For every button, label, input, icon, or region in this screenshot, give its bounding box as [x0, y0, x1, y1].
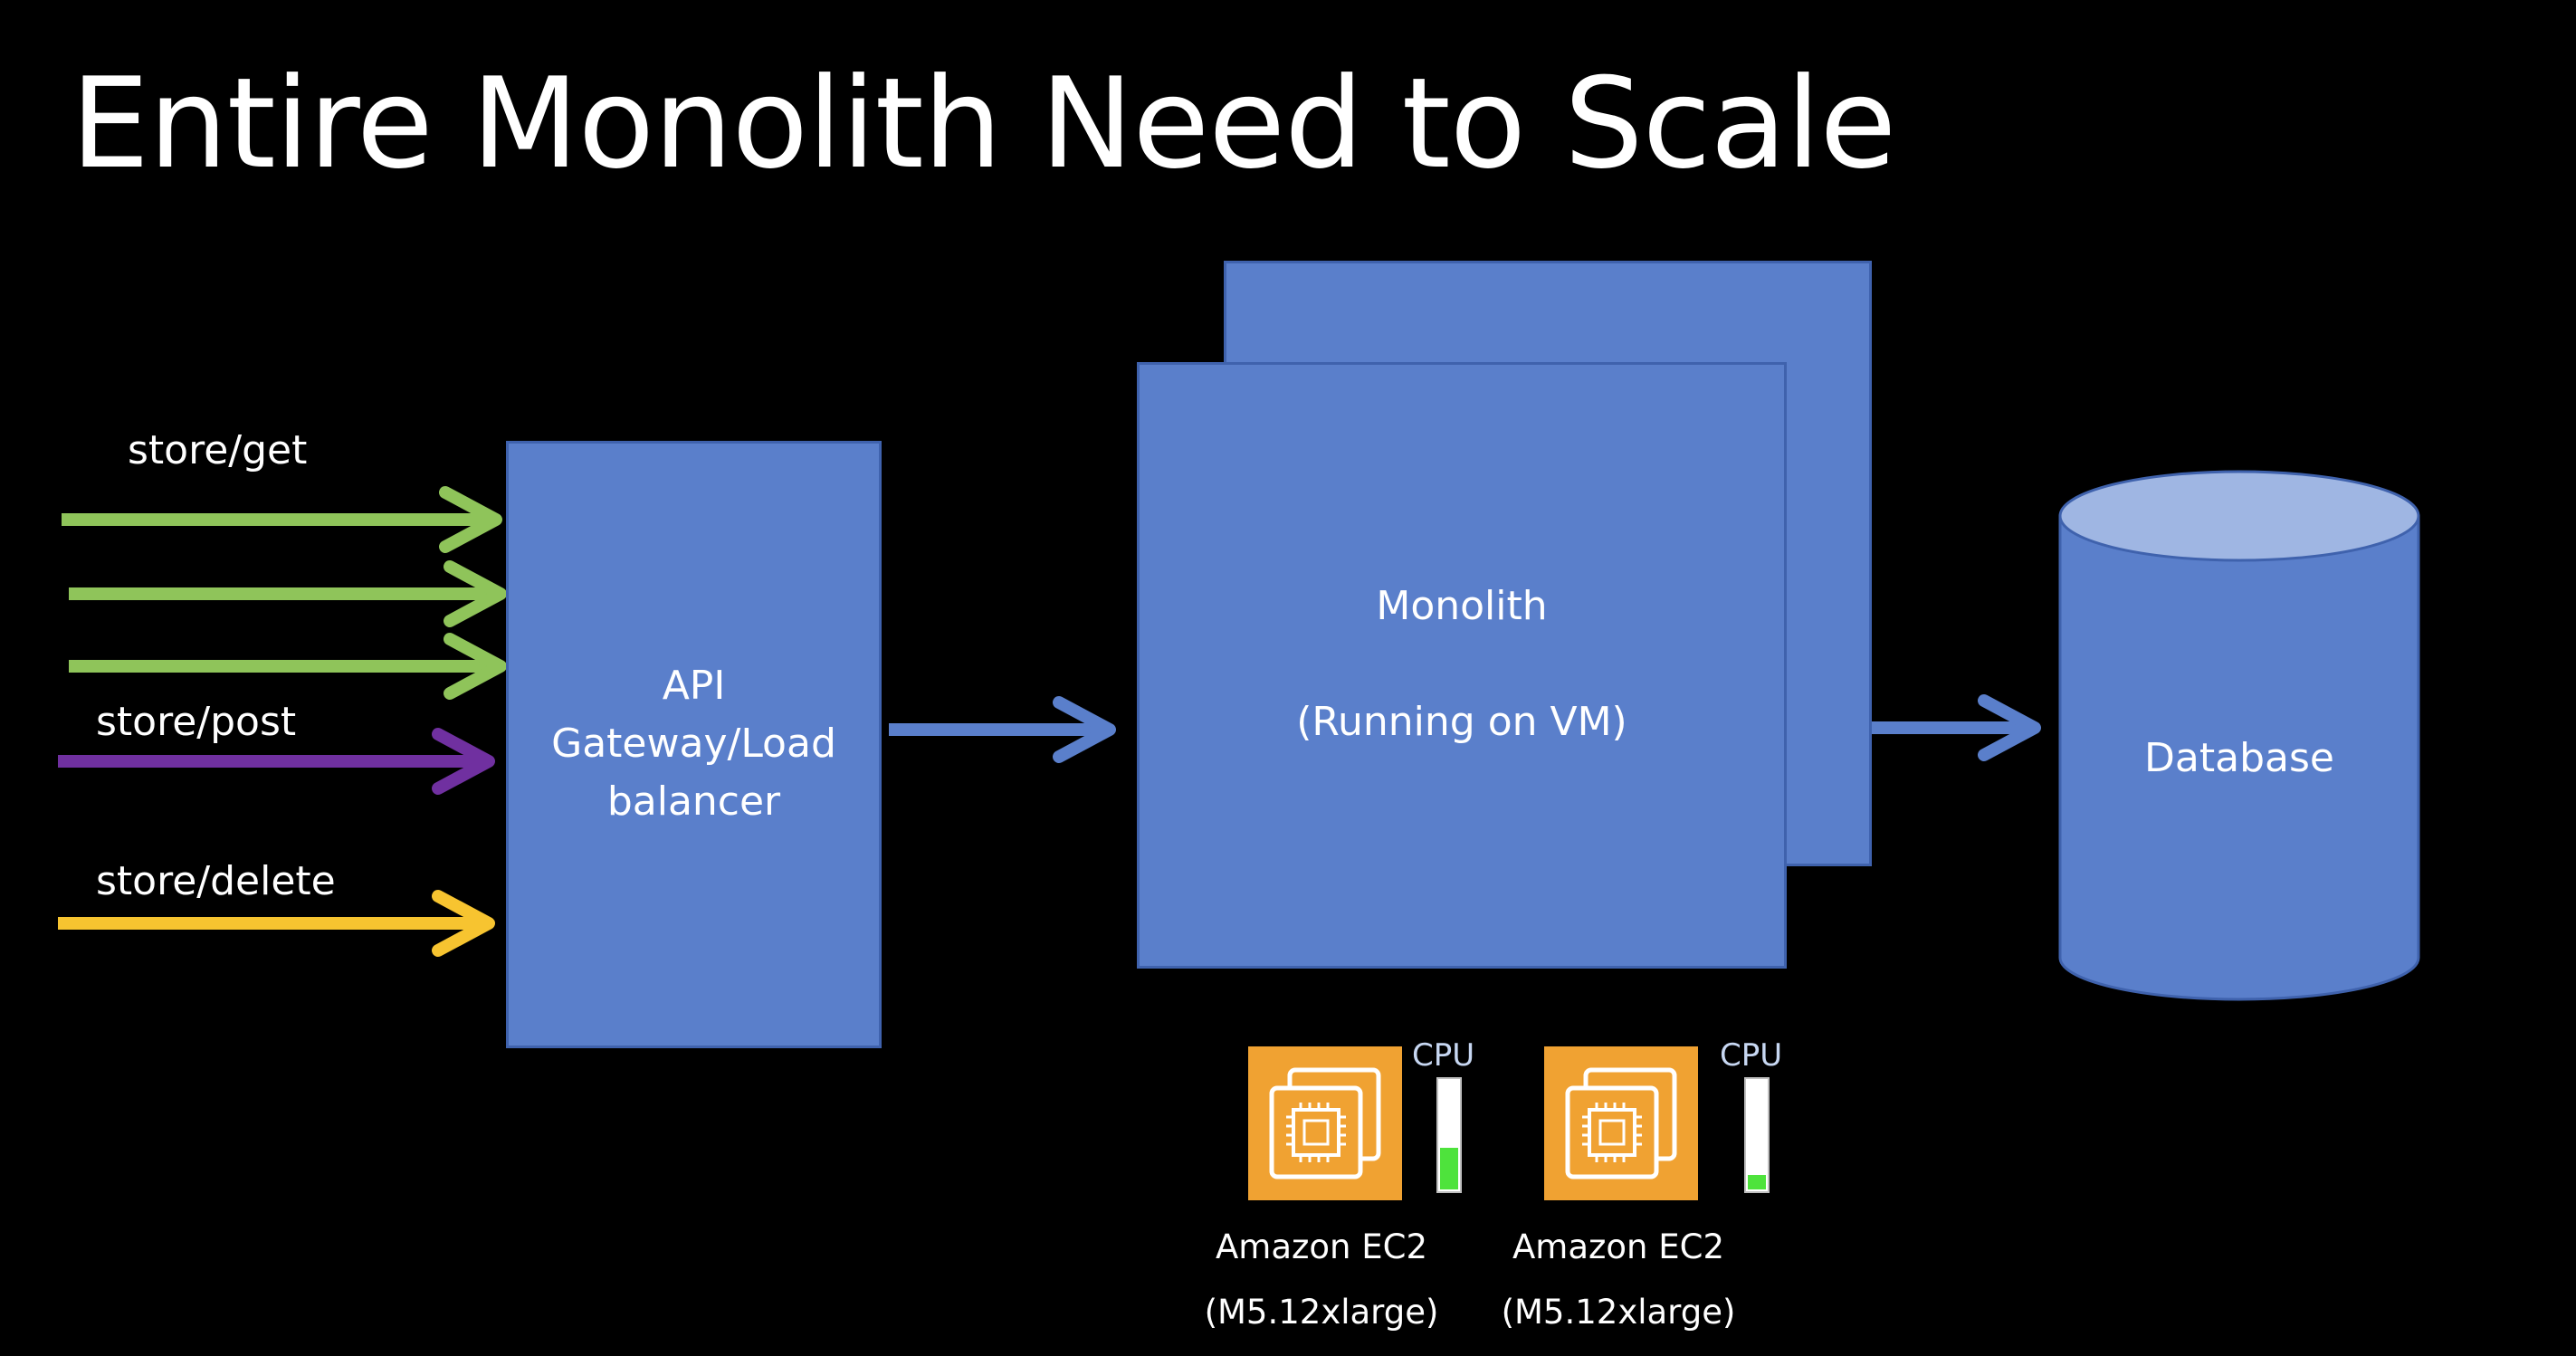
api-gateway-label-line2: Gateway/Load: [551, 721, 836, 767]
slide-title: Entire Monolith Need to Scale: [71, 51, 1896, 196]
arrow-gateway-to-monolith: [889, 696, 1116, 763]
monolith-label-line2: (Running on VM): [1296, 699, 1627, 745]
api-gateway-label-line1: API: [662, 663, 726, 709]
route-label-delete: store/delete: [96, 858, 336, 904]
cpu-gauge-2: [1744, 1077, 1770, 1193]
ec2-instance-1-icon: [1248, 1046, 1402, 1200]
ec2-instance-1-caption: Amazon EC2 (M5.12xlarge): [1186, 1215, 1457, 1345]
chip-icon: [1565, 1067, 1677, 1179]
cpu-gauge-1-fill: [1440, 1148, 1458, 1189]
route-arrow-2: [69, 560, 507, 627]
monolith-label-line1: Monolith: [1376, 583, 1548, 629]
api-gateway-label-line3: balancer: [606, 778, 781, 825]
cpu-gauge-1: [1436, 1077, 1462, 1193]
api-gateway-box: [506, 441, 882, 1048]
ec2-instance-1-type: (M5.12xlarge): [1204, 1293, 1439, 1332]
cpu-label-1: CPU: [1412, 1037, 1475, 1074]
route-label-get: store/get: [128, 427, 308, 473]
route-arrow-post: [58, 728, 495, 795]
monolith-vm-front: [1137, 362, 1787, 969]
ec2-instance-2-caption: Amazon EC2 (M5.12xlarge): [1483, 1215, 1754, 1345]
ec2-instance-2-name: Amazon EC2: [1512, 1227, 1725, 1266]
route-arrow-get: [62, 486, 502, 553]
ec2-instance-2-type: (M5.12xlarge): [1501, 1293, 1736, 1332]
chip-icon: [1269, 1067, 1381, 1179]
route-arrow-delete: [58, 890, 495, 957]
route-label-post: store/post: [96, 699, 297, 745]
monolith-label: Monolith (Running on VM): [1137, 578, 1787, 751]
database-cylinder: [2058, 470, 2420, 1001]
ec2-instance-1-name: Amazon EC2: [1215, 1227, 1428, 1266]
cpu-label-2: CPU: [1720, 1037, 1783, 1074]
ec2-instance-2-icon: [1544, 1046, 1698, 1200]
route-arrow-3: [69, 633, 507, 700]
database-label: Database: [2144, 735, 2334, 781]
arrow-monolith-to-database: [1870, 694, 2041, 761]
api-gateway-label: API Gateway/Load balancer: [506, 657, 882, 831]
cpu-gauge-2-fill: [1748, 1175, 1766, 1189]
